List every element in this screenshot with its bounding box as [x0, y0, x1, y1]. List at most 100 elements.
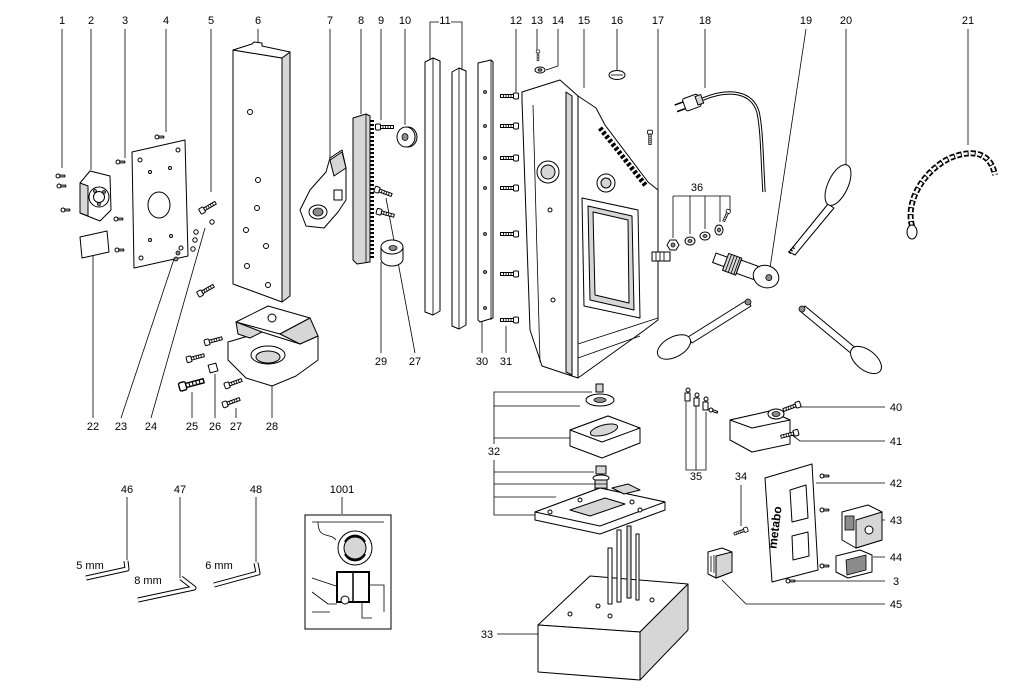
callout-15: 15	[578, 15, 590, 27]
cap-16	[608, 70, 626, 80]
callout-3-top: 3	[122, 15, 128, 27]
callout-5: 5	[208, 15, 214, 27]
callout-8: 8	[358, 15, 364, 27]
screws-and-washers-5-23-24	[173, 199, 218, 298]
allen-wrench-46	[85, 560, 130, 581]
callouts-assembly: 32 33 34 35 36	[481, 182, 747, 641]
callout-4: 4	[163, 15, 169, 27]
screw-27-upper	[373, 185, 394, 199]
panel-brand: metabo	[765, 505, 784, 549]
gib-strip	[477, 59, 494, 323]
callout-45: 45	[890, 599, 902, 611]
magnet-assembly-32	[534, 383, 666, 535]
terminal-clips-35	[684, 387, 719, 415]
callout-21: 21	[962, 15, 974, 27]
screw-27-lower	[375, 207, 396, 220]
column-plate	[232, 41, 291, 303]
callout-48: 48	[250, 484, 262, 496]
lever-handle-right	[798, 305, 882, 375]
callout-26: 26	[209, 421, 221, 433]
wrench-size-47: 8 mm	[134, 575, 162, 587]
callout-7: 7	[327, 15, 333, 27]
callout-47: 47	[174, 484, 186, 496]
callout-40: 40	[890, 402, 902, 414]
callout-20: 20	[840, 15, 852, 27]
switch-43	[841, 504, 883, 549]
switch-44	[835, 549, 873, 579]
callout-18: 18	[699, 15, 711, 27]
wrench-size-46: 5 mm	[76, 560, 104, 572]
callout-2: 2	[88, 15, 94, 27]
type-plate	[79, 230, 110, 259]
screw-9	[375, 123, 394, 131]
callout-24: 24	[145, 421, 157, 433]
callout-16: 16	[611, 15, 623, 27]
callout-6: 6	[255, 15, 261, 27]
callouts-top-row: 1 2 3 4 5 6 7 8 9 10 11 12 13 14 15 16 1…	[59, 15, 974, 27]
allen-wrench-47	[137, 576, 197, 603]
callout-3-right: 3	[893, 576, 899, 588]
callout-23: 23	[115, 421, 127, 433]
callout-27b: 27	[409, 356, 421, 368]
callout-14: 14	[552, 15, 564, 27]
terminal-block-45	[707, 547, 733, 579]
lever-handle-20	[787, 164, 852, 256]
nuts-and-washers-36	[666, 208, 732, 251]
power-cord	[674, 91, 766, 193]
callouts-left-bottom-row: 22 23 24 25 26 27 28	[87, 421, 278, 433]
callout-36: 36	[691, 182, 703, 194]
base-bracket	[227, 305, 319, 387]
allen-wrench-48	[213, 562, 261, 588]
callout-13: 13	[531, 15, 543, 27]
screw-17	[647, 129, 653, 146]
callout-10: 10	[399, 15, 411, 27]
callout-29: 29	[375, 356, 387, 368]
callout-34: 34	[735, 471, 747, 483]
fitting-17	[651, 251, 671, 262]
screws-25-26-27	[177, 334, 244, 409]
callout-42: 42	[890, 478, 902, 490]
callout-27a: 27	[230, 421, 242, 433]
plug	[674, 93, 705, 113]
wrench-size-48: 6 mm	[205, 560, 233, 572]
callout-46: 46	[121, 484, 133, 496]
callout-43: 43	[890, 515, 902, 527]
drill-stand-housing	[521, 79, 659, 379]
callout-11: 11	[439, 15, 450, 27]
callout-19: 19	[800, 15, 812, 27]
screw-40	[781, 400, 802, 414]
callout-25: 25	[186, 421, 198, 433]
callout-33: 33	[481, 629, 493, 641]
knob-29	[380, 239, 404, 267]
feed-spindle	[712, 252, 780, 289]
guide-bracket	[299, 149, 347, 229]
callout-22: 22	[87, 421, 99, 433]
lever-handle-left	[656, 298, 752, 360]
disc-10	[396, 126, 418, 148]
callout-41: 41	[890, 436, 902, 448]
callout-31: 31	[500, 356, 512, 368]
callout-44: 44	[890, 552, 902, 564]
callouts-right-column: 40 41 42 43 44 3 45	[890, 402, 902, 611]
callout-9: 9	[378, 15, 384, 27]
callout-35: 35	[690, 471, 702, 483]
washer-14	[534, 66, 546, 74]
callout-1: 1	[59, 15, 65, 27]
callout-28: 28	[266, 421, 278, 433]
magnet-block-33	[537, 525, 689, 681]
screw-13	[535, 49, 541, 62]
callouts-middle-row: 29 27 30 31	[375, 356, 512, 368]
inset-detail-1001	[304, 514, 392, 630]
callout-1001: 1001	[330, 484, 354, 496]
screw-34	[732, 526, 749, 537]
securing-chain	[906, 150, 998, 240]
adjusting-screws	[500, 92, 519, 324]
gear-rack	[352, 113, 374, 265]
control-panel-42: metabo	[764, 463, 830, 584]
connector-housing	[79, 170, 112, 222]
callout-17: 17	[652, 15, 664, 27]
holder-bracket-41	[729, 408, 800, 453]
callout-12: 12	[510, 15, 522, 27]
mounting-plate	[131, 139, 189, 269]
